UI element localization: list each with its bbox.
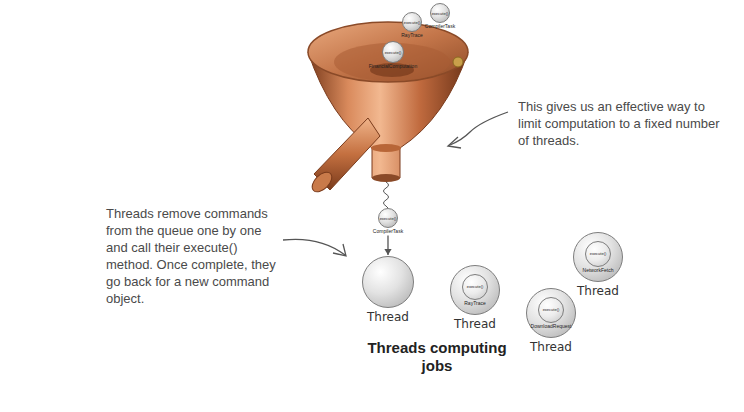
thread-circle [362,256,414,308]
command-name: CompilerTask [373,229,403,235]
command-object: execute() NetworkFetch [583,241,614,274]
command-object: execute() FinancialComputation [369,41,417,70]
thread-node: Thread [362,256,414,324]
method-name: execute() [467,284,484,289]
caption-text: Threads computing jobs [362,339,512,375]
command-name: RayTrace [401,33,423,39]
command-name: RayTrace [464,301,486,307]
command-name: CompilerTask [425,24,455,30]
command-object: execute() CompilerTask [373,208,403,235]
command-name: NetworkFetch [583,268,614,274]
command-object: execute() RayTrace [401,12,423,39]
command-circle: execute() [382,41,404,63]
thread-circle: execute() DownloadRequest [526,288,576,338]
callout-note: This gives us an effective way to limit … [518,98,723,149]
command-circle: execute() [538,297,564,323]
command-circle: execute() [402,12,422,32]
thread-node: execute() DownloadRequestThread [526,288,576,354]
method-name: execute() [432,11,449,16]
command-name: DownloadRequest [531,324,572,330]
method-name: execute() [404,20,421,25]
method-name: execute() [543,307,560,312]
thread-label: Thread [367,310,409,324]
thread-label: Thread [530,340,572,354]
thread-label: Thread [577,284,619,298]
thread-node: execute() RayTraceThread [450,265,500,331]
command-object: execute() CompilerTask [425,3,455,30]
method-name: execute() [380,216,397,221]
thread-node: execute() NetworkFetchThread [573,232,623,298]
method-name: execute() [590,251,607,256]
command-object: execute() DownloadRequest [531,297,572,330]
callout-note: Threads remove commands from the queue o… [106,205,284,307]
command-circle: execute() [378,208,398,228]
command-circle: execute() [462,274,488,300]
command-object: execute() RayTrace [462,274,488,307]
method-name: execute() [385,50,402,55]
arrow-head [384,249,391,255]
thread-circle: execute() RayTrace [450,265,500,315]
command-circle: execute() [430,3,450,23]
command-name: FinancialComputation [369,64,417,70]
command-circle: execute() [585,241,611,267]
thread-label: Thread [454,317,496,331]
thread-circle: execute() NetworkFetch [573,232,623,282]
